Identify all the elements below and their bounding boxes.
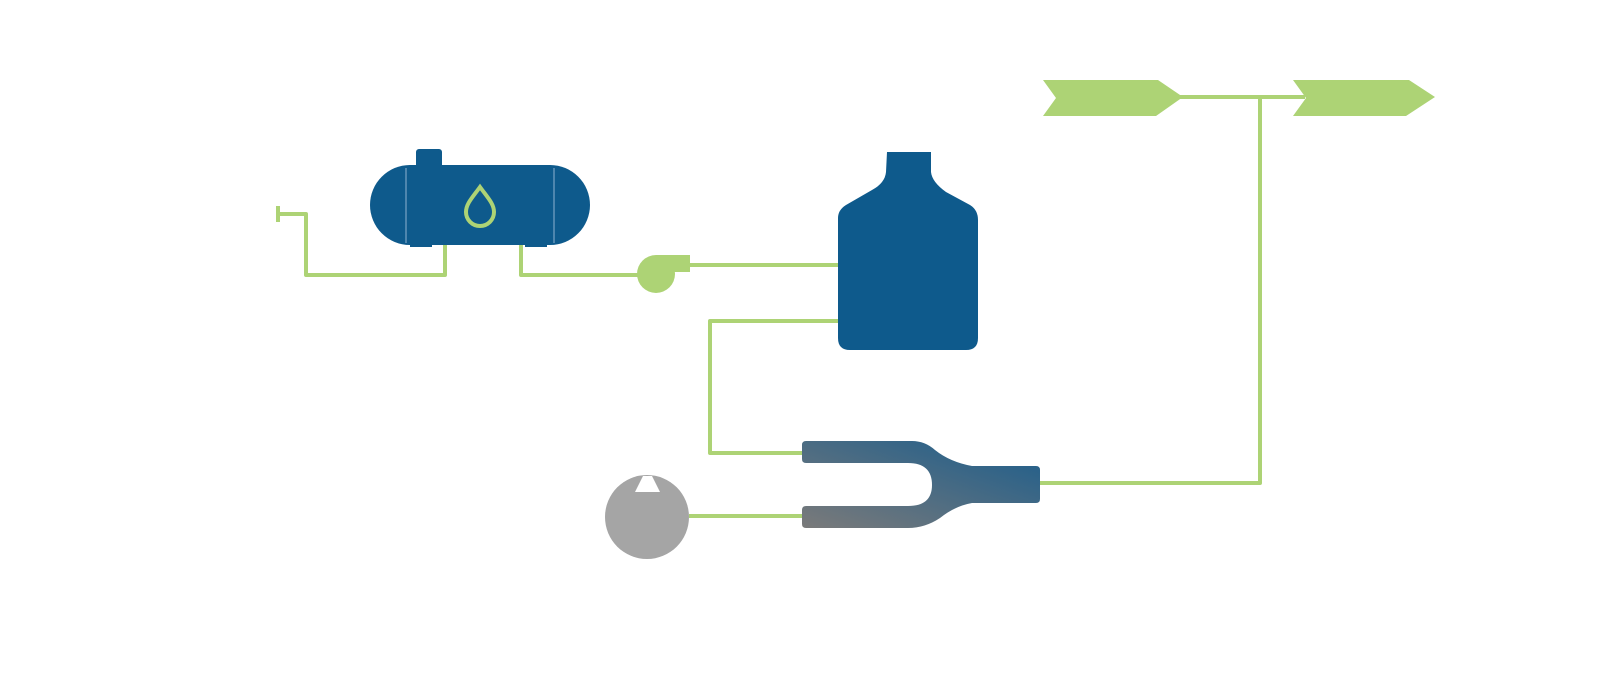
output-arrow-2: [1293, 80, 1435, 116]
mixer-outlet-pipe: [1040, 97, 1262, 485]
horizontal-tank: [370, 149, 590, 247]
pump: [637, 255, 690, 293]
output-arrow-1: [1043, 80, 1183, 116]
inlet-pipe: [278, 212, 447, 277]
vessel-to-mixer-pipe: [708, 319, 838, 455]
control-valve: [605, 475, 689, 559]
valve-indicator-icon: [635, 476, 660, 492]
tank-to-pump-pipe: [519, 245, 640, 277]
liquid-drop-icon: [463, 183, 497, 228]
bottle-vessel: [838, 152, 978, 350]
y-mixer: [802, 441, 1040, 528]
